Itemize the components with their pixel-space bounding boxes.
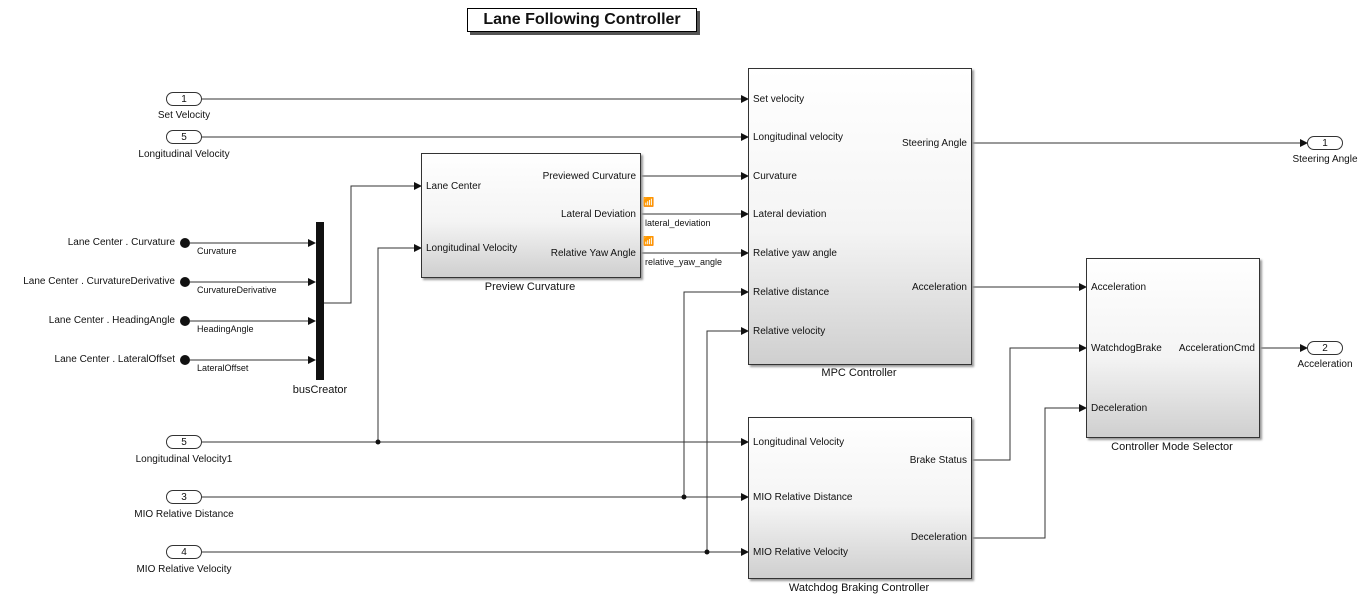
watchdog-braking-block[interactable]: Longitudinal Velocity MIO Relative Dista… xyxy=(748,417,972,579)
mpc-controller-block[interactable]: Set velocity Longitudinal velocity Curva… xyxy=(748,68,972,365)
outport-steering-angle[interactable]: 1 xyxy=(1307,136,1343,150)
inport-label: Set Velocity xyxy=(157,110,211,121)
from-block[interactable] xyxy=(180,277,190,287)
port-label: WatchdogBrake xyxy=(1091,343,1162,354)
port-label: Deceleration xyxy=(910,532,967,543)
controller-mode-selector-block[interactable]: Acceleration WatchdogBrake Deceleration … xyxy=(1086,258,1260,438)
outport-acceleration[interactable]: 2 xyxy=(1307,341,1343,355)
outport-label: Acceleration xyxy=(1297,359,1353,370)
port-label: Lane Center xyxy=(426,181,482,192)
inport-longitudinal-velocity[interactable]: 5 xyxy=(166,130,202,144)
port-label: Relative Yaw Angle xyxy=(550,248,636,259)
from-block[interactable] xyxy=(180,238,190,248)
port-label: Steering Angle xyxy=(901,138,967,149)
inport-label: Longitudinal Velocity xyxy=(138,149,230,160)
preview-curvature-block[interactable]: Lane Center Longitudinal Velocity Previe… xyxy=(421,153,641,278)
from-block-label: Lane Center . LateralOffset xyxy=(54,354,175,365)
controller-mode-selector-label: Controller Mode Selector xyxy=(1111,441,1233,453)
preview-curvature-label: Preview Curvature xyxy=(484,281,576,293)
port-label: Longitudinal velocity xyxy=(753,132,844,143)
port-label: Acceleration xyxy=(911,282,967,293)
inport-label: MIO Relative Distance xyxy=(134,509,234,520)
port-label: Lateral deviation xyxy=(753,209,827,220)
from-block-label: Lane Center . Curvature xyxy=(67,237,175,248)
port-label: Brake Status xyxy=(909,455,967,466)
bus-creator-block[interactable] xyxy=(316,222,324,380)
from-block-label: Lane Center . CurvatureDerivative xyxy=(23,276,175,287)
port-label: Lateral Deviation xyxy=(560,209,636,220)
port-label: Previewed Curvature xyxy=(542,171,636,182)
bus-creator-label: busCreator xyxy=(292,384,348,396)
inport-mio-relative-distance[interactable]: 3 xyxy=(166,490,202,504)
outport-label: Steering Angle xyxy=(1292,154,1358,165)
port-label: Acceleration xyxy=(1091,282,1147,293)
inport-label: Longitudinal Velocity1 xyxy=(135,454,233,465)
port-label: MIO Relative Velocity xyxy=(753,547,849,558)
watchdog-braking-label: Watchdog Braking Controller xyxy=(788,582,930,594)
port-label: Deceleration xyxy=(1091,403,1148,414)
inport-mio-relative-velocity[interactable]: 4 xyxy=(166,545,202,559)
signal-logging-icon: 📶 xyxy=(643,236,655,246)
inport-longitudinal-velocity1[interactable]: 5 xyxy=(166,435,202,449)
from-block[interactable] xyxy=(180,316,190,326)
signal-label: HeadingAngle xyxy=(197,324,254,334)
mpc-controller-label: MPC Controller xyxy=(821,367,897,379)
signal-label: LateralOffset xyxy=(197,363,249,373)
inport-label: MIO Relative Velocity xyxy=(136,564,232,575)
from-block-label: Lane Center . HeadingAngle xyxy=(48,315,175,326)
diagram-title: Lane Following Controller xyxy=(467,8,697,32)
signal-label: Curvature xyxy=(197,246,237,256)
port-label: Longitudinal Velocity xyxy=(426,243,518,254)
port-label: AccelerationCmd xyxy=(1178,343,1255,354)
inport-set-velocity[interactable]: 1 xyxy=(166,92,202,106)
port-label: Curvature xyxy=(753,171,797,182)
port-label: Relative distance xyxy=(753,287,830,298)
from-block[interactable] xyxy=(180,355,190,365)
signal-label: relative_yaw_angle xyxy=(645,257,723,267)
signal-logging-icon: 📶 xyxy=(643,197,655,207)
port-label: Set velocity xyxy=(753,94,805,105)
signal-label: CurvatureDerivative xyxy=(197,285,277,295)
port-label: MIO Relative Distance xyxy=(753,492,853,503)
port-label: Longitudinal Velocity xyxy=(753,437,845,448)
signal-label: lateral_deviation xyxy=(645,218,711,228)
port-label: Relative velocity xyxy=(753,326,826,337)
port-label: Relative yaw angle xyxy=(753,248,837,259)
